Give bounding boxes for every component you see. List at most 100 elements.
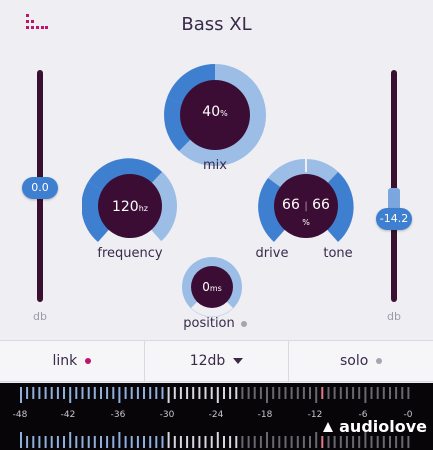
meter-tick <box>290 387 293 399</box>
meter-scale-label: -36 <box>110 410 126 420</box>
position-indicator-dot[interactable] <box>240 320 247 327</box>
meter-tick <box>296 436 299 448</box>
meter-tick <box>20 387 22 403</box>
meter-tick <box>192 387 195 399</box>
meter-tick <box>186 436 189 448</box>
meter-tick <box>223 387 225 399</box>
meter-tick <box>290 436 293 448</box>
mix-label: mix <box>203 158 227 173</box>
meter-tick <box>136 387 139 399</box>
mix-value: 40 <box>202 104 221 120</box>
meter-tick <box>32 436 35 448</box>
meter-tick <box>358 436 361 448</box>
drive-tone-knob[interactable] <box>258 158 354 254</box>
meter-tick <box>364 432 367 448</box>
meter-tick <box>296 387 299 399</box>
meter-tick <box>143 387 145 399</box>
meter-tick <box>223 436 225 448</box>
meter-tick <box>112 436 115 448</box>
meter-tick <box>395 387 398 399</box>
meter-tick <box>69 432 72 448</box>
meter-tick <box>69 387 72 403</box>
meter-tick <box>167 432 170 448</box>
meter-tick <box>247 387 250 399</box>
meter-tick <box>345 387 348 399</box>
frequency-knob-readout: 120hz <box>82 199 178 215</box>
mix-unit: % <box>220 109 228 118</box>
meter-tick <box>44 387 47 399</box>
meter-tick <box>93 387 96 399</box>
meter-tick <box>106 436 109 448</box>
meter-tick <box>278 436 281 448</box>
meter-tick <box>364 387 367 403</box>
drive-tone-separator: | <box>304 201 308 212</box>
left-slider-unit-label: db <box>33 310 47 323</box>
meter-tick <box>241 436 244 448</box>
meter-tick <box>81 436 84 448</box>
meter-scale-label: -30 <box>159 410 175 420</box>
meter-tick <box>339 436 342 448</box>
bottom-control-bar: link 12db solo <box>0 340 433 382</box>
meter-tick <box>100 387 102 399</box>
logo-icon <box>26 14 48 29</box>
meter-tick <box>216 432 219 448</box>
meter-tick <box>38 387 41 399</box>
meter-tick <box>327 387 330 399</box>
solo-button[interactable]: solo <box>289 341 433 381</box>
meter-tick <box>155 387 158 399</box>
meter-tick <box>395 436 398 448</box>
meter-tick <box>235 436 238 448</box>
meter-tick <box>198 436 201 448</box>
right-gain-slider-track[interactable] <box>391 70 397 302</box>
meter-tick <box>315 432 318 448</box>
mix-knob-readout: 40% <box>163 104 267 120</box>
meter-tick <box>204 387 207 399</box>
watermark: audiolove <box>321 417 427 436</box>
meter-tick <box>259 387 262 399</box>
meter-tick <box>302 387 305 399</box>
range-dropdown[interactable]: 12db <box>145 341 290 381</box>
meter-tick <box>173 436 176 448</box>
meter-tick <box>284 387 287 399</box>
meter-tick <box>358 387 361 399</box>
meter-tick <box>179 387 182 399</box>
position-knob[interactable] <box>181 256 243 318</box>
meter-tick <box>389 387 391 399</box>
meter-tick <box>136 436 139 448</box>
frequency-knob[interactable] <box>82 158 178 254</box>
meter-tick <box>112 387 115 399</box>
frequency-unit: hz <box>138 204 148 213</box>
position-knob-readout: 0ms <box>181 280 243 294</box>
tone-value: 66 <box>312 197 330 213</box>
meter-scale-label: -48 <box>12 410 28 420</box>
meter-scale-label: -0 <box>403 410 413 420</box>
link-label: link <box>52 353 78 369</box>
meter-tick <box>26 387 29 399</box>
right-gain-slider-handle[interactable]: -14.2 <box>376 208 412 230</box>
frequency-label: frequency <box>97 246 163 261</box>
solo-label: solo <box>340 353 369 369</box>
tone-label: tone <box>323 246 353 261</box>
mix-knob[interactable] <box>163 63 267 167</box>
meter-tick <box>241 387 244 399</box>
meter-tick <box>81 387 84 399</box>
meter-tick <box>161 387 164 399</box>
meter-tick <box>266 387 268 403</box>
link-button[interactable]: link <box>0 341 145 381</box>
drive-label: drive <box>255 246 289 261</box>
meter-tick <box>106 387 109 399</box>
meter-tick <box>401 387 404 399</box>
frequency-value: 120 <box>111 199 139 215</box>
drive-tone-readout: 66 | 66 <box>258 197 354 213</box>
meter-tick <box>198 387 201 399</box>
link-indicator-dot <box>85 358 92 364</box>
left-gain-slider-handle[interactable]: 0.0 <box>22 177 58 199</box>
meter-tick <box>87 436 90 448</box>
meter-tick <box>382 387 385 399</box>
meter-tick <box>44 436 47 448</box>
meter-tick <box>20 432 22 448</box>
meter-tick <box>333 387 336 399</box>
meter-tick <box>309 436 311 448</box>
position-unit: ms <box>209 284 222 293</box>
meter-tick <box>315 387 318 403</box>
